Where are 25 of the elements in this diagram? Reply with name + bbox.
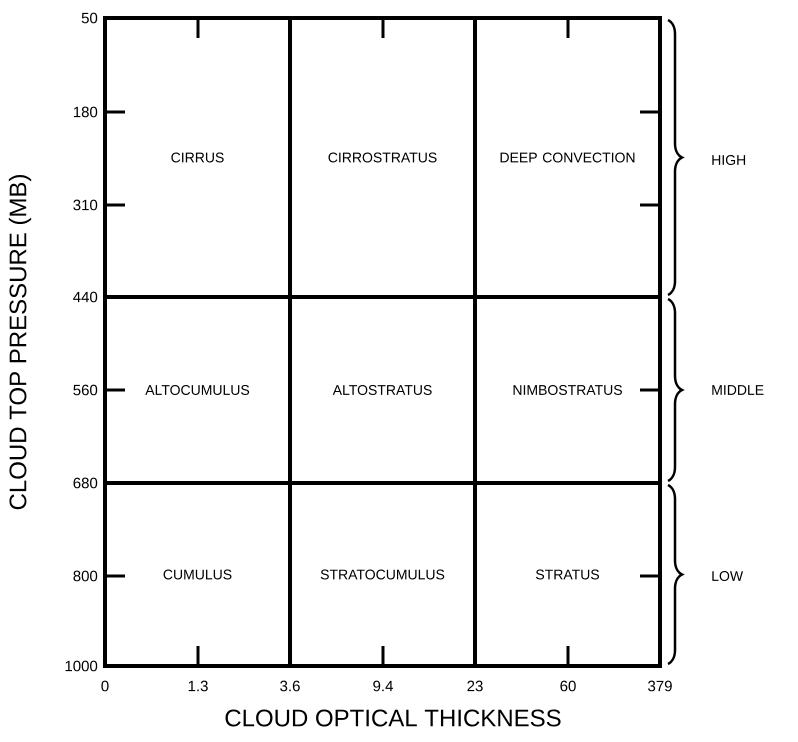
cloud-type-cell: CIRRUS xyxy=(103,16,292,299)
tick-label: 379 xyxy=(648,680,672,692)
tick-label: 680 xyxy=(74,478,98,488)
cloud-type-cell: CUMULUS xyxy=(103,481,292,668)
cloud-type-cell: ALTOSTRATUS xyxy=(288,295,477,485)
tick-label: 60 xyxy=(560,680,576,692)
cloud-type-cell: DEEP CONVECTION xyxy=(473,16,662,299)
tick-label: 9.4 xyxy=(373,680,393,692)
tick-label: 3.6 xyxy=(280,680,300,692)
category-label: LOW xyxy=(712,571,744,581)
cloud-type-cell: CIRROSTRATUS xyxy=(288,16,477,299)
tick-label: 23 xyxy=(467,680,483,692)
tick-label: 50 xyxy=(82,12,98,24)
cloud-type-cell: STRATUS xyxy=(473,481,662,668)
cloud-type-cell: ALTOCUMULUS xyxy=(103,295,292,485)
tick-label: 1.3 xyxy=(188,680,208,692)
cloud-type-cell: STRATOCUMULUS xyxy=(288,481,477,668)
category-label: MIDDLE xyxy=(712,385,764,395)
category-label: HIGH xyxy=(712,155,746,165)
tick-label: 440 xyxy=(73,292,98,302)
cloud-type-cell: NIMBOSTRATUS xyxy=(473,295,662,485)
axis-title: CLOUD TOP PRESSURE (MB) xyxy=(8,175,32,510)
tick-label: 1000 xyxy=(66,660,98,672)
tick-label: 0 xyxy=(101,680,109,692)
axis-title: CLOUD OPTICAL THICKNESS xyxy=(226,710,561,726)
